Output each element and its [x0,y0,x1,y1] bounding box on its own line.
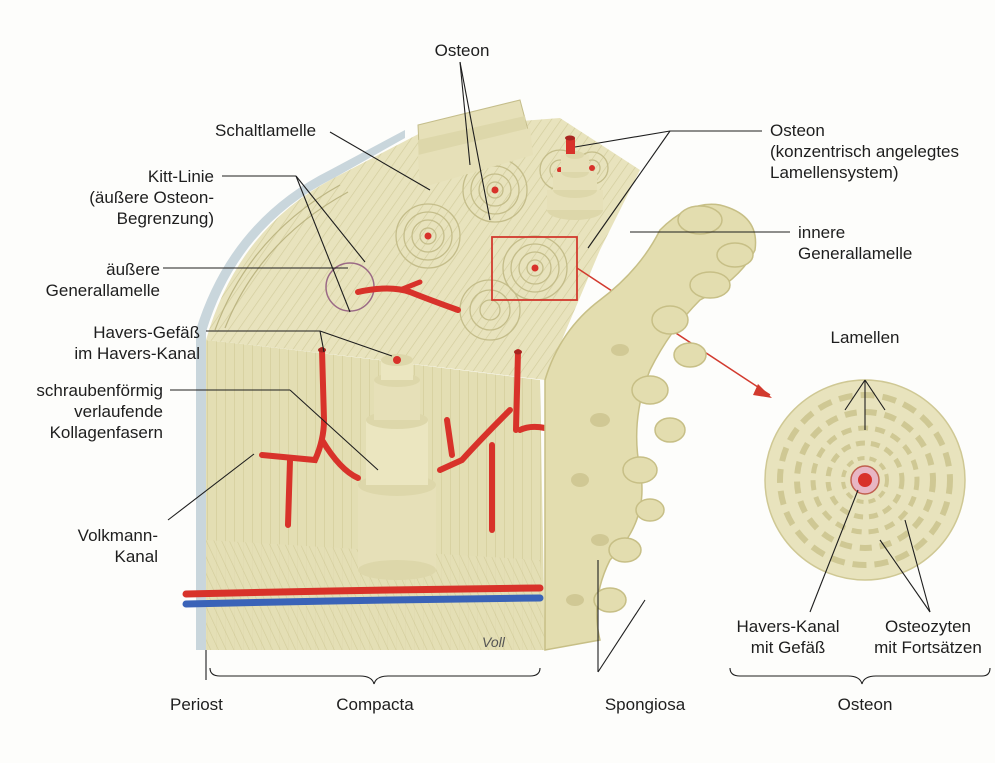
label-kollagen-line2: verlaufende [0,401,163,422]
label-havers-gefaess-line2: im Havers-Kanal [20,343,200,364]
label-havers-kanal-line1: Havers-Kanal [726,616,850,637]
label-osteon-right-line2: (konzentrisch angelegtes [770,141,959,162]
artist-signature: Voll [482,632,505,653]
label-havers-gefaess: Havers-Gefäß im Havers-Kanal [20,322,200,364]
label-havers-kanal: Havers-Kanal mit Gefäß [726,616,850,658]
label-kitt-linie-line3: Begrenzung) [30,208,214,229]
label-volkmann-line2: Kanal [40,546,158,567]
label-kitt-linie: Kitt-Linie (äußere Osteon- Begrenzung) [30,166,214,229]
label-lamellen: Lamellen [815,327,915,348]
label-aeussere-generallamelle: äußere Generallamelle [20,259,160,301]
label-osteozyten-line2: mit Fortsätzen [866,637,990,658]
label-havers-kanal-line2: mit Gefäß [726,637,850,658]
label-osteozyten: Osteozyten mit Fortsätzen [866,616,990,658]
label-kollagen-line3: Kollagenfasern [0,422,163,443]
label-osteon-right-line1: Osteon [770,120,959,141]
label-innere-generallamelle: innere Generallamelle [798,222,912,264]
label-aeussere-line1: äußere [20,259,160,280]
label-spongiosa: Spongiosa [595,694,695,715]
label-osteon-bottom: Osteon [815,694,915,715]
label-schaltlamelle: Schaltlamelle [215,120,316,141]
label-volkmann-line1: Volkmann- [40,525,158,546]
label-osteozyten-line1: Osteozyten [866,616,990,637]
label-havers-gefaess-line1: Havers-Gefäß [20,322,200,343]
label-kollagen-line1: schraubenförmig [0,380,163,401]
label-innere-line1: innere [798,222,912,243]
label-compacta: Compacta [320,694,430,715]
label-volkmann-kanal: Volkmann- Kanal [40,525,158,567]
label-periost: Periost [170,694,223,715]
label-innere-line2: Generallamelle [798,243,912,264]
label-osteon-top: Osteon [425,40,499,61]
label-kitt-linie-line2: (äußere Osteon- [30,187,214,208]
label-aeussere-line2: Generallamelle [20,280,160,301]
label-osteon-right: Osteon (konzentrisch angelegtes Lamellen… [770,120,959,183]
label-osteon-right-line3: Lamellensystem) [770,162,959,183]
label-kitt-linie-line1: Kitt-Linie [30,166,214,187]
label-kollagenfasern: schraubenförmig verlaufende Kollagenfase… [0,380,163,443]
